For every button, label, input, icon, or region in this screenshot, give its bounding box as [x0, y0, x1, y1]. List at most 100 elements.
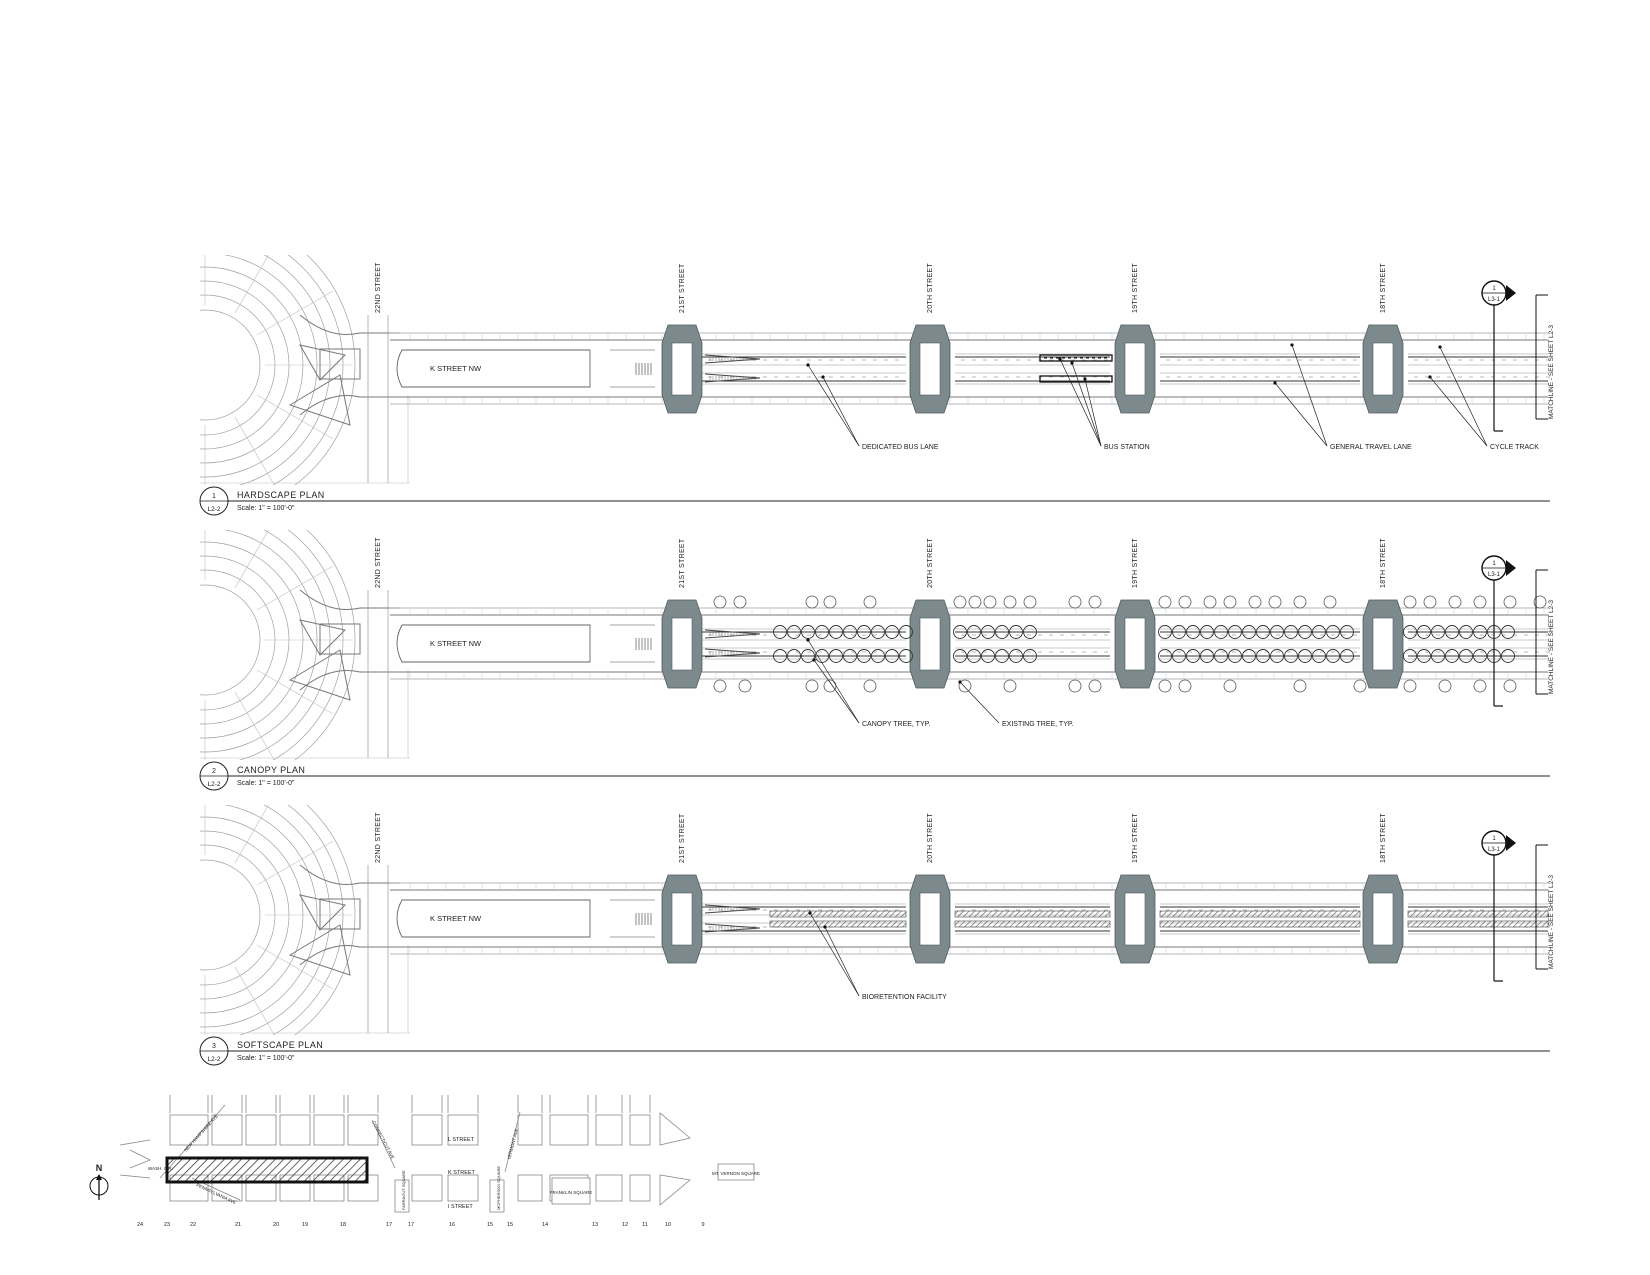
leader-line [1071, 362, 1102, 447]
road-label: K STREET NW [430, 914, 482, 923]
franklin-square [551, 1177, 591, 1205]
canopy-tree [1340, 625, 1354, 639]
leader-dot [1070, 361, 1074, 365]
panel-sheet: L2-2 [207, 506, 220, 513]
matchline: MATCHLINE - SEE SHEET L2-3 [1535, 844, 1555, 970]
key-map-street-number: 24 [137, 1222, 143, 1228]
key-map-block [411, 1174, 443, 1202]
leader-dot [1438, 345, 1442, 349]
street-label: 20TH STREET [927, 538, 934, 588]
existing-tree [738, 679, 752, 693]
street-label: 21ST STREET [679, 263, 686, 313]
key-map-street-number: 22 [190, 1222, 196, 1228]
existing-tree [823, 595, 837, 609]
key-map-street-number: 12 [622, 1222, 628, 1228]
lane-set-1 [702, 903, 906, 935]
road-label: K STREET NW [430, 639, 482, 648]
existing-tree [1533, 595, 1547, 609]
existing-tree [1423, 595, 1437, 609]
canopy-tree [1256, 649, 1270, 663]
leader-dot [806, 638, 810, 642]
lane-set-4 [1408, 903, 1550, 935]
canopy-tree [1298, 625, 1312, 639]
leader-line [1291, 344, 1328, 447]
matchline: MATCHLINE - SEE SHEET L2-3 [1535, 569, 1555, 695]
key-map-block [629, 1114, 651, 1146]
canopy-tree [995, 625, 1009, 639]
canopy-tree [1214, 625, 1228, 639]
lane-set-1 [702, 628, 906, 660]
canopy-tree [1270, 649, 1284, 663]
existing-tree [953, 595, 967, 609]
mt-vernon-square [717, 1163, 755, 1181]
canopy-tree [1009, 625, 1023, 639]
panel-scale: Scale: 1" = 100'-0" [237, 1055, 295, 1062]
existing-tree [713, 595, 727, 609]
existing-tree [1293, 595, 1307, 609]
leader-dot [1058, 357, 1062, 361]
canopy-tree [899, 625, 913, 639]
key-map-block [279, 1114, 311, 1146]
north-arrow-label: N [96, 1163, 103, 1173]
key-map-block [517, 1174, 543, 1202]
street-label: 18TH STREET [1380, 538, 1387, 588]
existing-tree [1023, 595, 1037, 609]
leader-dot [823, 925, 827, 929]
leader-line [1429, 376, 1488, 447]
canopy-tree [967, 625, 981, 639]
callouts: BIORETENTION FACILITY [808, 911, 947, 1001]
existing-tree [1503, 595, 1517, 609]
existing-tree [733, 595, 747, 609]
median-west [396, 349, 591, 388]
canopy-tree [1200, 625, 1214, 639]
bus-station-platform [1039, 354, 1113, 362]
street-label: 19TH STREET [1132, 538, 1139, 588]
canopy-tree [871, 625, 885, 639]
key-map-block [211, 1114, 243, 1146]
canopy-tree [1172, 649, 1186, 663]
section-marker-sheet: L3-1 [1488, 572, 1501, 578]
street-label: 19TH STREET [1132, 813, 1139, 863]
street-label: 21ST STREET [679, 538, 686, 588]
existing-tree [805, 679, 819, 693]
leader-dot [958, 680, 962, 684]
canopy-tree [1200, 649, 1214, 663]
section-marker-number: 1 [1492, 836, 1496, 842]
canopy-tree [1459, 625, 1473, 639]
existing-tree [1088, 679, 1102, 693]
leader-dot [806, 363, 810, 367]
canopy-tree [953, 625, 967, 639]
canopy-tree [981, 625, 995, 639]
key-map-block [595, 1114, 623, 1146]
key-map-label: WASH. CIR. [148, 1166, 173, 1171]
canopy-tree [1023, 625, 1037, 639]
canopy-tree [1431, 625, 1445, 639]
canopy-tree [1312, 625, 1326, 639]
canopy-tree [1158, 625, 1172, 639]
canopy-tree [857, 649, 871, 663]
panel-sheet: L2-2 [207, 781, 220, 788]
section-marker: 1L3-1 [1481, 555, 1516, 707]
street-label: 22ND STREET [375, 812, 382, 863]
existing-tree [1178, 679, 1192, 693]
leader-line [1084, 378, 1102, 447]
existing-tree [1403, 595, 1417, 609]
lane-set-3 [1160, 628, 1360, 660]
existing-tree [1158, 679, 1172, 693]
existing-tree [863, 679, 877, 693]
section-marker-number: 1 [1492, 286, 1496, 292]
matchline-label: MATCHLINE - SEE SHEET L2-3 [1548, 325, 1555, 419]
key-map-street-number: 9 [701, 1222, 704, 1228]
leader-line [1059, 358, 1102, 447]
canopy-tree [1431, 649, 1445, 663]
study-area-highlight [165, 1156, 369, 1184]
canopy-tree [843, 625, 857, 639]
existing-tree [1403, 679, 1417, 693]
canopy-tree [1417, 649, 1431, 663]
median-west [396, 624, 591, 663]
key-map-street-number: 10 [665, 1222, 671, 1228]
callout-label: CANOPY TREE, TYP. [862, 721, 930, 728]
